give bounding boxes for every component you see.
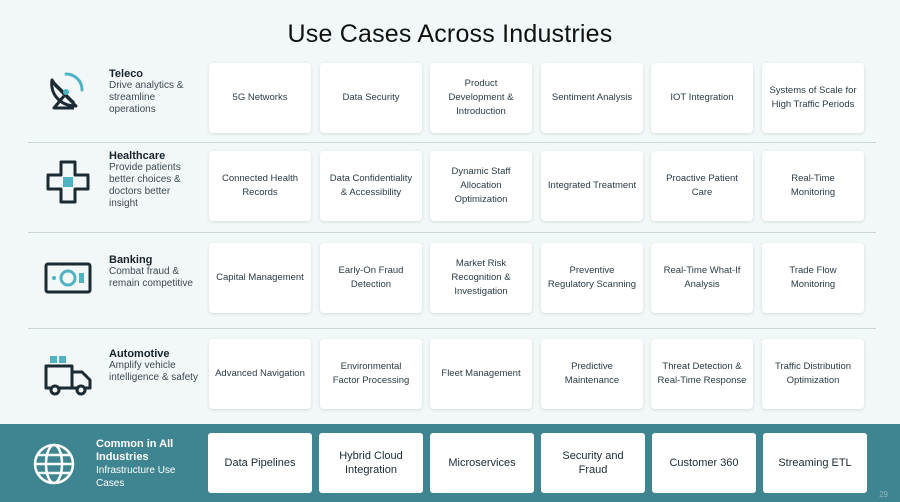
- row-divider: [28, 142, 876, 143]
- use-case-card: IOT Integration: [651, 63, 753, 133]
- use-case-card: Systems of Scale for High Traffic Period…: [762, 63, 864, 133]
- footer-name: Common in All Industries: [96, 438, 174, 463]
- use-case-card: Trade Flow Monitoring: [762, 243, 864, 313]
- use-case-card: Real-Time Monitoring: [762, 151, 864, 221]
- satellite-dish-icon: [44, 66, 92, 114]
- common-use-case-card: Streaming ETL: [763, 433, 867, 493]
- industry-description: Combat fraud & remain competitive: [109, 266, 193, 289]
- common-use-case-card: Microservices: [430, 433, 534, 493]
- footer-label: Common in All Industries Infrastructure …: [96, 438, 196, 490]
- use-case-card: Environmental Factor Processing: [320, 339, 422, 409]
- industry-label: Healthcare Provide patients better choic…: [109, 150, 201, 210]
- row-divider: [28, 328, 876, 329]
- industry-description: Drive analytics & streamline operations: [109, 80, 184, 115]
- use-case-card: Integrated Treatment: [541, 151, 643, 221]
- industry-name: Automotive: [109, 348, 170, 360]
- industry-description: Provide patients better choices & doctor…: [109, 162, 181, 209]
- use-case-card: Proactive Patient Care: [651, 151, 753, 221]
- use-case-card: Advanced Navigation: [209, 339, 311, 409]
- industry-row-banking: Banking Combat fraud & remain competitiv…: [0, 240, 900, 320]
- use-case-card: Predictive Maintenance: [541, 339, 643, 409]
- industry-label: Automotive Amplify vehicle intelligence …: [109, 348, 201, 384]
- industry-description: Amplify vehicle intelligence & safety: [109, 360, 198, 383]
- use-case-card: Capital Management: [209, 243, 311, 313]
- industry-row-automotive: Automotive Amplify vehicle intelligence …: [0, 336, 900, 416]
- common-industries-band: Common in All Industries Infrastructure …: [0, 424, 900, 502]
- medical-cross-icon: [44, 158, 92, 206]
- common-use-case-card: Security and Fraud: [541, 433, 645, 493]
- industry-row-teleco: Teleco Drive analytics & streamline oper…: [0, 60, 900, 136]
- industry-label: Teleco Drive analytics & streamline oper…: [109, 68, 201, 116]
- use-case-card: Sentiment Analysis: [541, 63, 643, 133]
- footer-description: Infrastructure Use Cases: [96, 465, 176, 489]
- globe-icon: [32, 442, 76, 486]
- use-case-card: 5G Networks: [209, 63, 311, 133]
- page-number: 29: [879, 490, 888, 499]
- use-case-card: Data Confidentiality & Accessibility: [320, 151, 422, 221]
- industry-name: Healthcare: [109, 150, 166, 162]
- common-use-case-card: Customer 360: [652, 433, 756, 493]
- use-case-card: Preventive Regulatory Scanning: [541, 243, 643, 313]
- use-case-card: Threat Detection & Real-Time Response: [651, 339, 753, 409]
- use-case-card: Fleet Management: [430, 339, 532, 409]
- use-case-card: Connected Health Records: [209, 151, 311, 221]
- banknote-icon: [44, 254, 92, 302]
- use-case-card: Early-On Fraud Detection: [320, 243, 422, 313]
- use-case-card: Dynamic Staff Allocation Optimization: [430, 151, 532, 221]
- industry-name: Banking: [109, 254, 153, 266]
- row-divider: [28, 232, 876, 233]
- use-case-card: Traffic Distribution Optimization: [762, 339, 864, 409]
- use-case-card: Real-Time What-If Analysis: [651, 243, 753, 313]
- industry-row-healthcare: Healthcare Provide patients better choic…: [0, 148, 900, 228]
- delivery-truck-icon: [44, 352, 92, 400]
- common-use-case-card: Hybrid Cloud Integration: [319, 433, 423, 493]
- common-use-case-card: Data Pipelines: [208, 433, 312, 493]
- use-case-card: Market Risk Recognition & Investigation: [430, 243, 532, 313]
- industry-name: Teleco: [109, 68, 144, 80]
- use-case-card: Data Security: [320, 63, 422, 133]
- slide-title: Use Cases Across Industries: [287, 20, 613, 48]
- use-case-card: Product Development & Introduction: [430, 63, 532, 133]
- industry-label: Banking Combat fraud & remain competitiv…: [109, 254, 201, 290]
